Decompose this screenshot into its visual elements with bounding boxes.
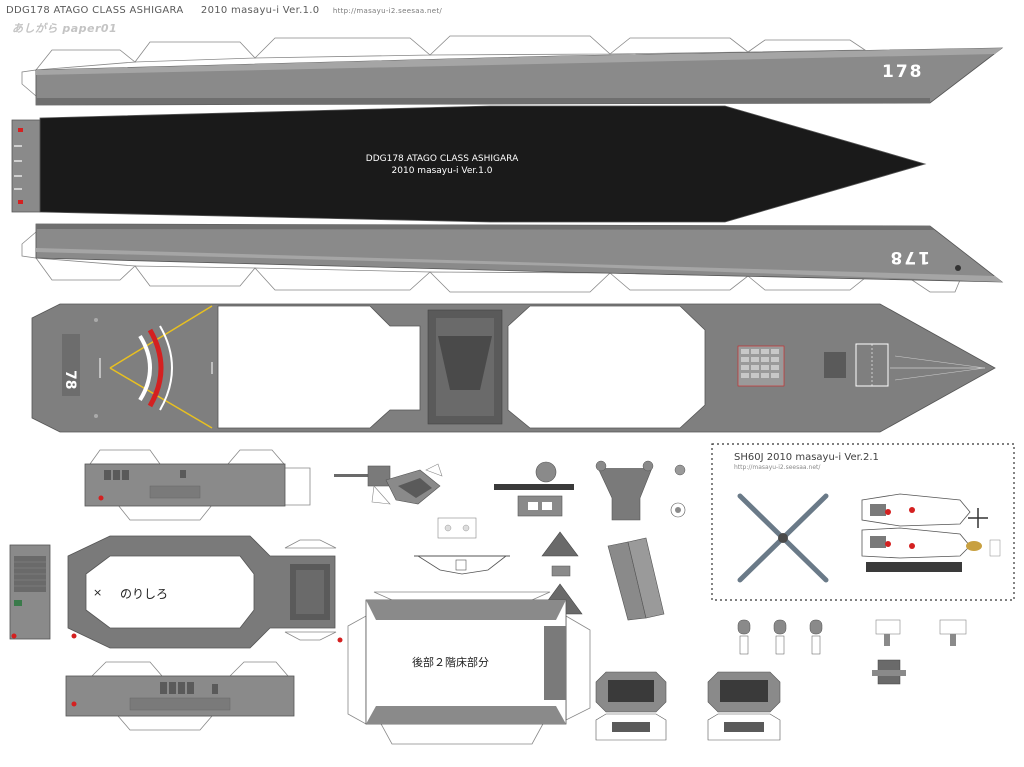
hangar-part: × のりしろ: [67, 535, 343, 649]
bridge-part-lower: [65, 661, 295, 731]
sheet-title: DDG178 ATAGO CLASS ASHIGARA: [6, 5, 184, 16]
svg-text:×: ×: [93, 586, 102, 599]
helicopter-url: http://masayu-i2.seesaa.net/: [734, 464, 821, 471]
bridge-part-upper: [84, 449, 311, 521]
bollard-parts: [737, 619, 823, 655]
bow-number-lower: 178: [889, 247, 931, 267]
deck-number: 78: [62, 370, 78, 389]
main-deck: 78: [31, 303, 996, 433]
gun-part: [334, 463, 443, 505]
hull-side-upper: 178: [21, 35, 1004, 106]
tail-parts: [872, 619, 967, 685]
rotor-blades: [737, 493, 829, 583]
stack-parts: [595, 671, 781, 741]
sheet-url: http://masayu-i2.seesaa.net/: [332, 7, 443, 15]
hull-side-lower: 178: [21, 223, 1004, 293]
rear-floor-part: 後部２階床部分: [347, 591, 591, 745]
sheet-header: DDG178 ATAGO CLASS ASHIGARA 2010 masayu-…: [6, 5, 442, 16]
sheet-subtitle: あしがら paper01: [12, 22, 118, 35]
glue-label: のりしろ: [120, 587, 168, 601]
helicopter-section: [711, 443, 1015, 601]
keel-label-line1: DDG178 ATAGO CLASS ASHIGARA: [366, 154, 519, 164]
rear-floor-label: 後部２階床部分: [412, 655, 489, 669]
helicopter-title: SH60J 2010 masayu-i Ver.2.1: [734, 452, 879, 463]
helicopter-body-parts: [861, 493, 1001, 572]
keel-label-line2: 2010 masayu-i Ver.1.0: [392, 166, 493, 176]
keel-bottom: DDG178 ATAGO CLASS ASHIGARA 2010 masayu-…: [11, 105, 927, 223]
bow-number-upper: 178: [882, 62, 924, 82]
funnel-part-left: [9, 544, 51, 640]
sheet-version: 2010 masayu-i Ver.1.0: [200, 5, 320, 16]
